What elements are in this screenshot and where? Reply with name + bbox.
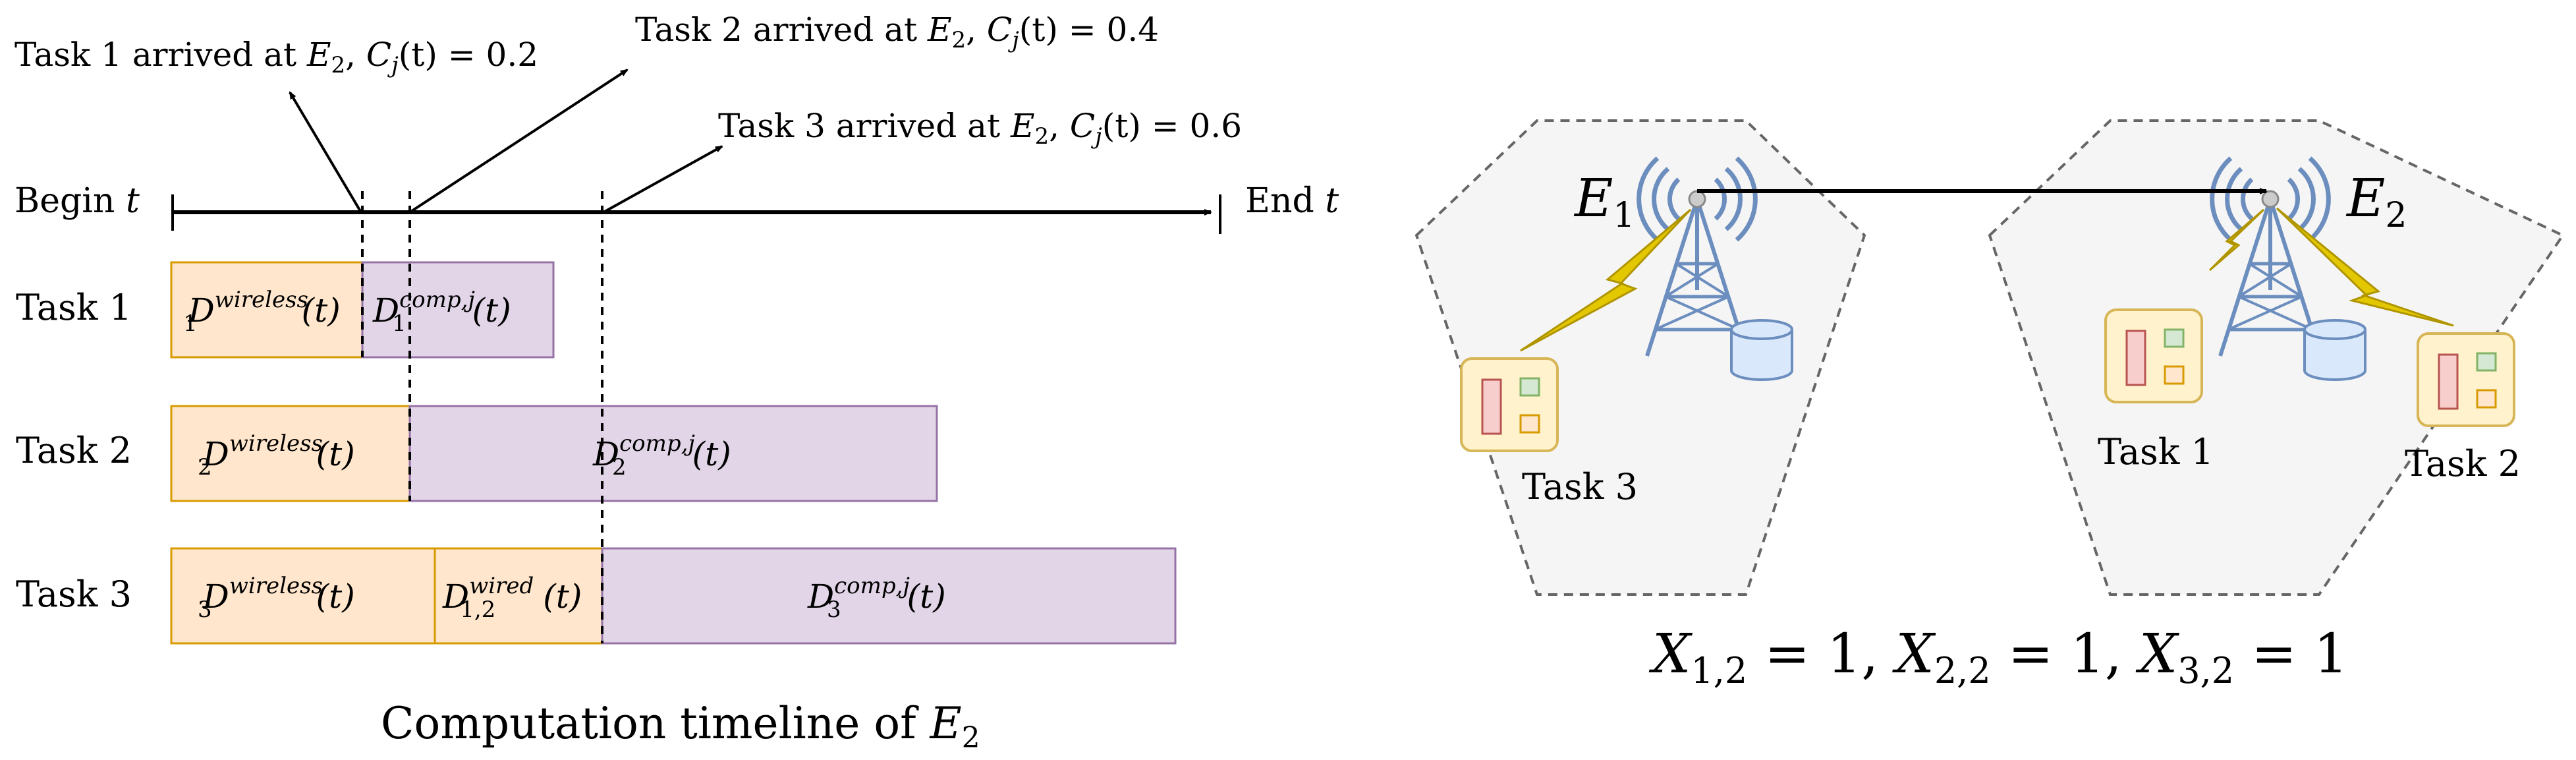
task3-wireless-bar: [170, 547, 436, 645]
task1-comp-bar: [361, 261, 555, 359]
database-icon-e2: [2303, 319, 2366, 381]
end-label: End t: [1245, 181, 1339, 221]
timeline-panel: Task 1 arrived at E2, Cj(t) = 0.2 Task 2…: [14, 11, 1339, 755]
network-panel: Task 3 E1: [1414, 119, 2565, 691]
device-label-task3: Task 3: [1522, 466, 1638, 508]
task3-comp-bar: [601, 547, 1177, 645]
begin-label: Begin t: [14, 181, 140, 221]
task-label-3: Task 3: [16, 573, 132, 615]
arrow-task2: [408, 69, 629, 214]
database-icon-e1: [1730, 319, 1793, 381]
annotation-task1: Task 1 arrived at E2, Cj(t) = 0.2: [14, 36, 538, 78]
cell-label-e1: E1: [1573, 167, 1635, 235]
task3-wired-bar: [434, 547, 603, 645]
device-icon-task3: [1460, 357, 1559, 452]
cell-hex-e2: [1988, 119, 2565, 596]
task-label-2: Task 2: [16, 430, 132, 471]
device-label-task2: Task 2: [2405, 443, 2521, 484]
arrow-task3: [603, 145, 723, 214]
device-label-task1: Task 1: [2098, 431, 2214, 473]
task2-wireless-bar: [170, 405, 411, 502]
task-label-1: Task 1: [16, 287, 132, 328]
lightning-bolt-icon-task1: [2208, 208, 2265, 272]
annotation-task3: Task 3 arrived at E2, Cj(t) = 0.6: [718, 107, 1242, 150]
assignment-equation: X1,2 = 1, X2,2 = 1, X3,2 = 1: [1648, 623, 2348, 691]
timeline-caption: Computation timeline of E2: [381, 698, 980, 755]
arrow-task1: [289, 91, 362, 214]
annotation-task2: Task 2 arrived at E2, Cj(t) = 0.4: [635, 11, 1159, 53]
device-icon-task1: [2104, 308, 2203, 403]
task1-wireless-bar: [170, 261, 364, 359]
lightning-bolt-icon-e1: [1520, 208, 1692, 352]
cell-hex-e1: [1414, 119, 1866, 596]
lightning-bolt-icon-task2: [2276, 207, 2454, 327]
tower-e1: [1637, 156, 1758, 357]
cell-label-e2: E2: [2345, 167, 2407, 235]
device-icon-task2: [2417, 332, 2515, 427]
task2-comp-bar: [408, 405, 938, 502]
